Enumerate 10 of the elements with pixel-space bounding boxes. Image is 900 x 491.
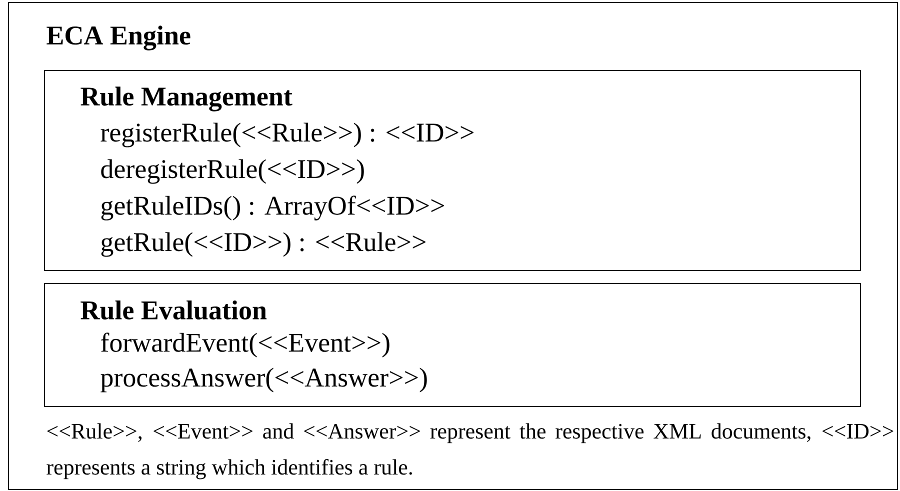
method-signature: deregisterRule(<<ID>>) [101,159,364,184]
method-signature: processAnswer(<<Answer>>) [100,368,427,392]
method-signature: registerRule(<<Rule>>) : <<ID>> [100,122,474,148]
component-title: ECA Engine [46,26,190,50]
component-title: Rule Evaluation [80,300,267,320]
method-signature: forwardEvent(<<Event>>) [101,332,390,358]
method-signature: getRule(<<ID>>) : <<Rule>> [101,232,426,257]
component-title: Rule Management [80,86,292,112]
method-signature: getRuleIDs() : ArrayOf<<ID>> [101,196,444,220]
footnote: <<Rule>>, <<Event>> and <<Answer>> represent the respective XML documents, <<ID>> represents a string which identifies a rule. [46,423,894,480]
